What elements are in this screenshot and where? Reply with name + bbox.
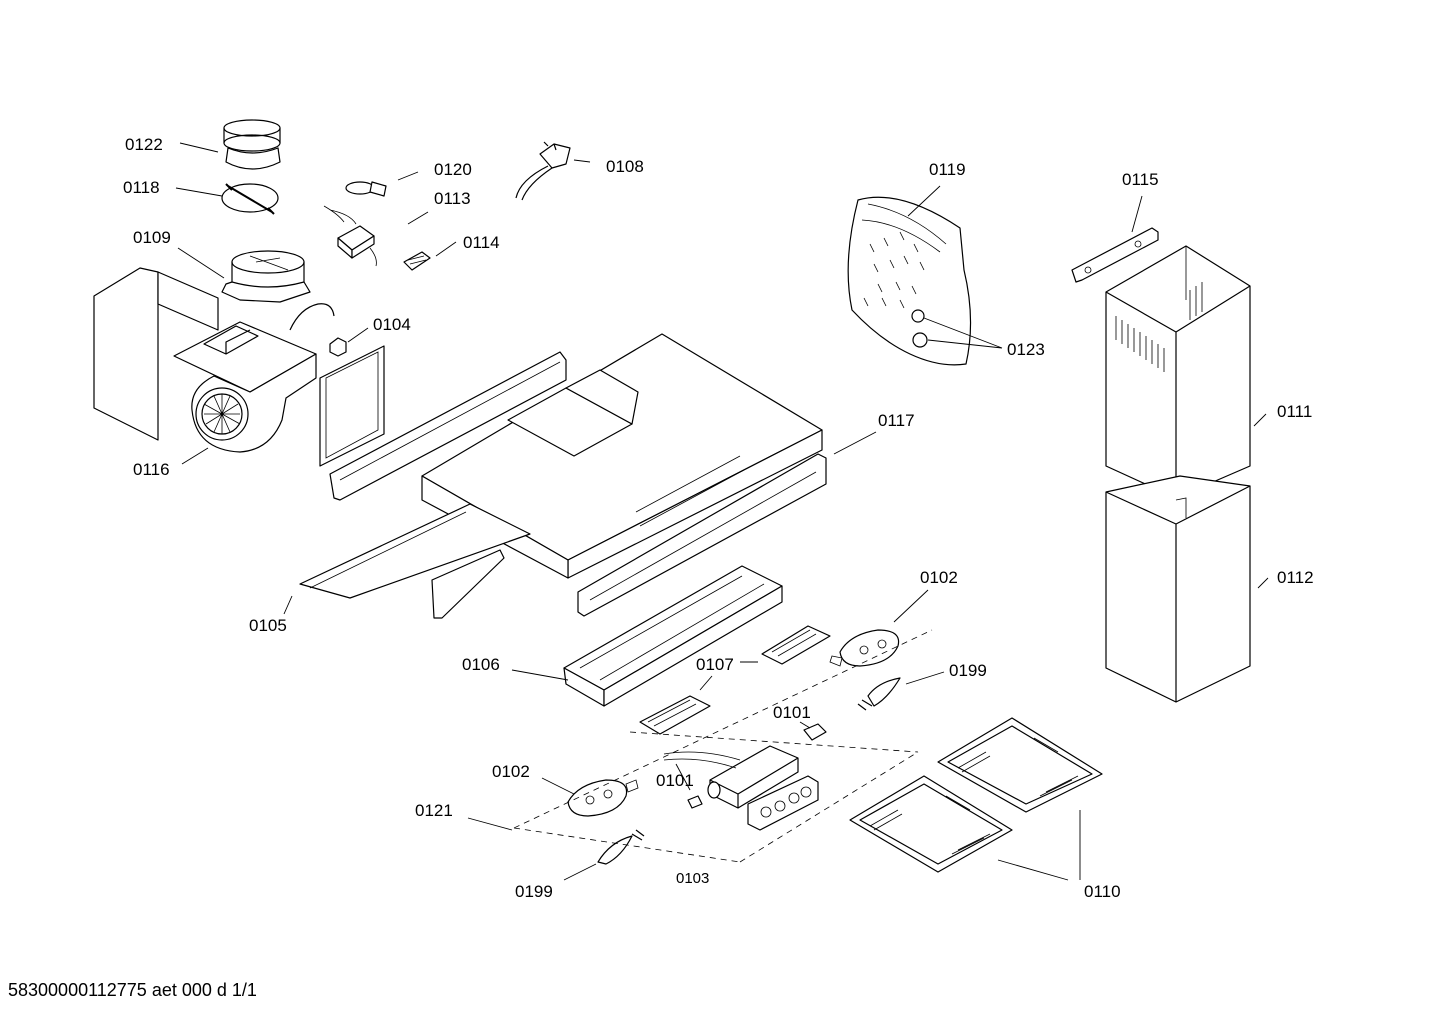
label-0114: 0114 — [463, 233, 500, 252]
leader-lines — [175, 142, 1269, 881]
label-0107: 0107 — [696, 655, 734, 674]
part-0199-bulb-a — [857, 677, 901, 711]
label-0123: 0123 — [1007, 340, 1045, 359]
part-labels: 0122 0118 0109 0116 0120 0113 0114 0108 … — [123, 135, 1314, 901]
part-0104-clip — [329, 337, 347, 357]
part-0118-damper-flap — [221, 183, 279, 215]
label-0111: 0111 — [1277, 402, 1312, 421]
part-rear-rail — [329, 351, 567, 501]
part-0109-outlet-collar — [221, 250, 311, 303]
part-0102-lamp-holder-b — [567, 779, 639, 817]
part-0105-lower-panel — [299, 503, 531, 619]
part-0107-lamp-cover-b — [639, 695, 711, 735]
label-0112: 0112 — [1277, 568, 1314, 587]
part-0110-grease-filter-b — [849, 775, 1013, 873]
part-0107-lamp-cover-a — [761, 625, 831, 665]
label-0120: 0120 — [434, 160, 472, 179]
label-0106: 0106 — [462, 655, 500, 674]
lighting-assembly-outline — [513, 629, 933, 863]
part-0119-screw-kit-bag — [847, 196, 972, 366]
label-0122: 0122 — [125, 135, 163, 154]
part-0116-blower-housing — [93, 267, 335, 453]
label-0118: 0118 — [123, 178, 160, 197]
part-0103-button-panel — [747, 775, 819, 831]
label-0103: 0103 — [676, 870, 709, 887]
part-0110-grease-filter-a — [937, 717, 1103, 813]
label-0113: 0113 — [434, 189, 471, 208]
part-0114-filter-piece — [403, 251, 431, 271]
label-0101-lower: 0101 — [656, 771, 694, 790]
part-0111-upper-chimney — [1105, 245, 1251, 499]
label-0119: 0119 — [929, 160, 966, 179]
label-0121: 0121 — [415, 801, 453, 820]
label-0104: 0104 — [373, 315, 411, 334]
part-0120-hose-clamp — [345, 181, 387, 197]
part-0117-front-trim — [577, 453, 827, 617]
part-side-panel — [319, 345, 385, 467]
part-0115-bracket — [1071, 227, 1159, 283]
part-0108-power-cord — [515, 141, 571, 201]
part-0106-filter-tray — [563, 565, 783, 707]
label-0101-upper: 0101 — [773, 703, 811, 722]
part-0112-lower-chimney — [1105, 475, 1251, 703]
part-0122-adapter-ring — [223, 119, 281, 170]
label-0116: 0116 — [133, 460, 170, 479]
part-0199-bulb-b — [597, 829, 645, 865]
label-0117: 0117 — [878, 411, 915, 430]
label-0110: 0110 — [1084, 882, 1121, 901]
label-0199-upper: 0199 — [949, 661, 987, 680]
label-0105: 0105 — [249, 616, 287, 635]
label-0102-upper: 0102 — [920, 568, 958, 587]
document-reference: 58300000112775 aet 000 d 1/1 — [8, 980, 257, 1000]
label-0102-lower: 0102 — [492, 762, 530, 781]
part-0102-lamp-holder-a — [829, 629, 900, 667]
label-0108: 0108 — [606, 157, 644, 176]
part-0113-capacitor — [323, 205, 377, 267]
label-0109: 0109 — [133, 228, 171, 247]
label-0199-lower: 0199 — [515, 882, 553, 901]
label-0115: 0115 — [1122, 170, 1159, 189]
